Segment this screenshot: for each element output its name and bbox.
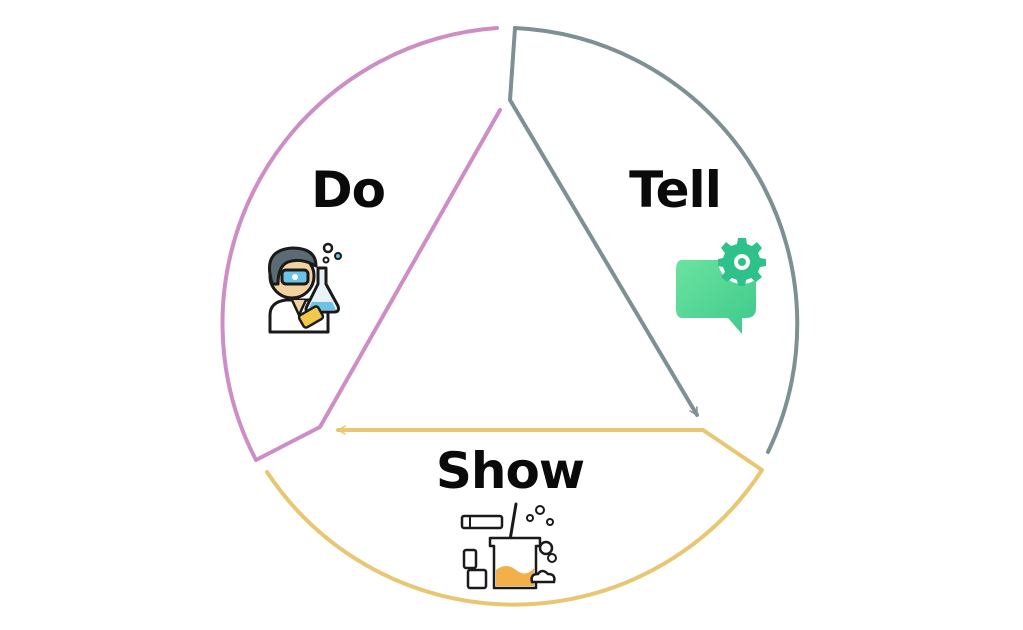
tell-segment-outline <box>513 26 800 454</box>
show-segment-outline <box>265 428 764 607</box>
do-segment-outline <box>220 26 502 462</box>
chemistry-lab-icon <box>460 502 557 590</box>
tell-label: Tell <box>629 161 721 219</box>
do-label: Do <box>311 161 385 219</box>
tell-arrow <box>508 26 699 417</box>
chat-gear-icon <box>676 236 766 334</box>
show-label: Show <box>436 442 584 500</box>
scientist-icon <box>267 242 342 334</box>
